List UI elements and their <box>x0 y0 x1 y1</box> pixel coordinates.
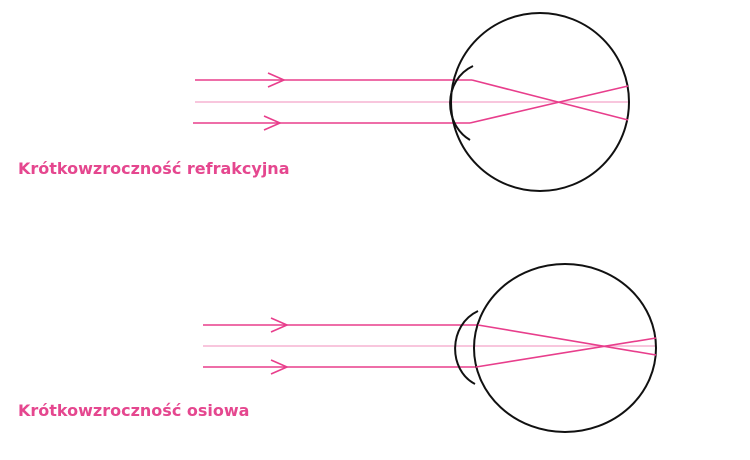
refracted-rays <box>469 79 629 124</box>
upper-ray-arrowhead <box>267 72 286 88</box>
upper-ray-arrowhead <box>270 317 289 333</box>
upper-refracted-ray <box>471 79 629 121</box>
lower-ray-arrowhead <box>263 115 282 131</box>
lower-ray-arrowhead <box>270 359 289 375</box>
refractive-myopia-label: Krótkowzroczność refrakcyjna <box>18 159 290 178</box>
upper-refracted-ray <box>477 324 657 356</box>
lower-refracted-ray <box>475 337 657 368</box>
incoming-rays <box>203 317 656 375</box>
eye-1 <box>449 12 630 192</box>
axial-myopia-label: Krótkowzroczność osiowa <box>18 401 250 420</box>
eyeball-outline <box>473 263 657 433</box>
cornea <box>449 65 474 141</box>
lower-refracted-ray <box>469 85 629 124</box>
refractive-myopia-diagram <box>193 12 630 192</box>
axial-myopia-diagram <box>203 263 657 433</box>
eye-2 <box>454 263 657 433</box>
refracted-rays <box>475 324 657 368</box>
cornea <box>454 310 479 385</box>
